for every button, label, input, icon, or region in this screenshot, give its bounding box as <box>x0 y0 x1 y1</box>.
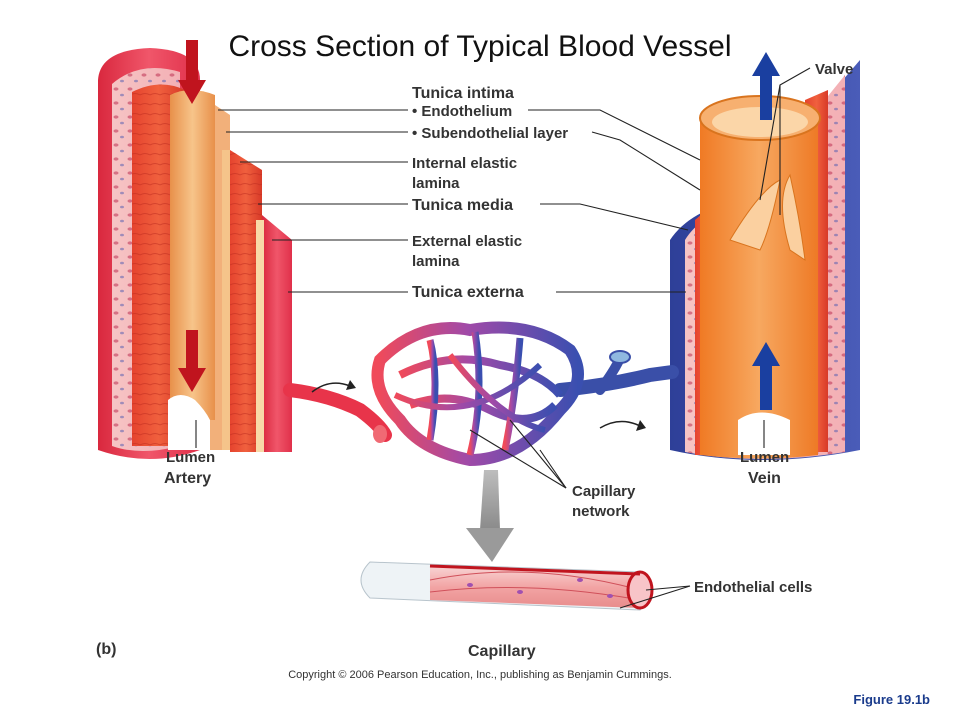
label-endothelium: • Endothelium <box>412 103 512 120</box>
blood-flow-arrow-artery-bottom <box>178 330 206 392</box>
label-tunica-externa: Tunica externa <box>412 284 524 301</box>
label-lumen-vein: Lumen <box>740 449 789 466</box>
label-panel-b: (b) <box>96 641 116 658</box>
label-external-elastic-2: lamina <box>412 253 460 270</box>
label-internal-elastic-2: lamina <box>412 175 460 192</box>
label-artery: Artery <box>164 470 211 487</box>
label-capillary-network-2: network <box>572 503 630 520</box>
label-internal-elastic-1: Internal elastic <box>412 155 517 172</box>
figure-number: Figure 19.1b <box>853 692 930 707</box>
capillary-illustration <box>360 561 654 611</box>
blood-flow-arrow-vein-top <box>752 52 780 120</box>
leader-lines <box>195 67 811 609</box>
label-tunica-media: Tunica media <box>412 197 513 214</box>
label-tunica-intima: Tunica intima <box>412 85 514 102</box>
page-title: Cross Section of Typical Blood Vessel <box>228 30 732 63</box>
capillary-network-illustration <box>283 321 679 467</box>
copyright-notice: Copyright © 2006 Pearson Education, Inc.… <box>288 669 672 681</box>
label-endothelial-cells: Endothelial cells <box>694 579 812 596</box>
vein-illustration <box>670 52 860 460</box>
label-lumen-artery: Lumen <box>166 449 215 466</box>
label-capillary-network-1: Capillary <box>572 483 636 500</box>
label-external-elastic-1: External elastic <box>412 233 522 250</box>
artery-illustration <box>98 40 292 459</box>
blood-flow-arrow-artery-top <box>178 40 206 104</box>
blood-flow-arrow-vein-bottom <box>752 342 780 410</box>
zoom-arrow <box>466 470 514 562</box>
labels: Tunica intima • Endothelium • Subendothe… <box>96 61 853 660</box>
label-vein: Vein <box>748 470 781 487</box>
label-subendothelial-layer: • Subendothelial layer <box>412 125 568 142</box>
label-valve: Valve <box>815 61 853 78</box>
label-capillary: Capillary <box>468 643 536 660</box>
